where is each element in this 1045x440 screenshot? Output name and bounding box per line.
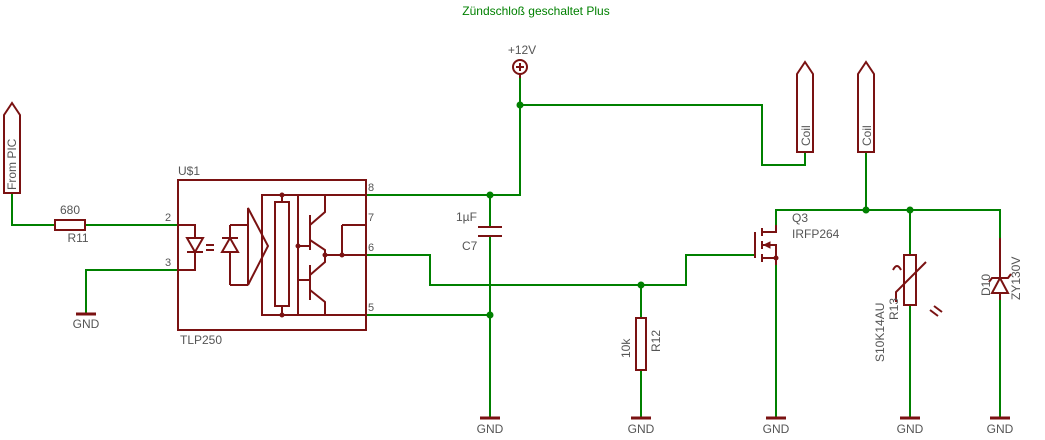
port-coil-right: Coil	[857, 60, 875, 153]
zener-d10: D10 ZY130V	[979, 238, 1023, 300]
supply-12v: +12V	[508, 43, 536, 78]
wire-pic-r11	[11, 192, 56, 226]
wire-drain-rail	[775, 209, 1001, 239]
ic-tlp250: U$1 TLP250 2 3 8 7 6 5	[165, 164, 374, 347]
mosfet-q3-part: IRFP264	[792, 227, 840, 241]
resistor-r12-name: R12	[649, 330, 663, 352]
wire-to-coil-left	[519, 104, 806, 166]
ic-led-symbol	[185, 237, 205, 255]
ic-pin-8: 8	[368, 182, 374, 194]
junctions	[486, 101, 914, 319]
port-from-pic: From PIC	[3, 101, 21, 194]
junction-r12	[637, 281, 645, 289]
gnd-pic: GND	[73, 303, 100, 331]
port-coil-left: Coil	[796, 60, 814, 153]
ic-part: TLP250	[180, 333, 222, 347]
ic-name: U$1	[178, 164, 200, 178]
port-from-pic-label: From PIC	[5, 138, 19, 190]
port-coil-left-label: Coil	[799, 125, 813, 146]
junction-cap-top	[486, 191, 494, 199]
mosfet-q3-name: Q3	[792, 211, 808, 225]
gnd-symbols: GND GND GND GND GND GND	[73, 303, 1014, 436]
gnd-label: GND	[763, 422, 790, 436]
gnd-label: GND	[987, 422, 1014, 436]
resistor-r11-body	[54, 219, 86, 231]
resistor-r12: 10k R12	[619, 317, 663, 371]
ic-pin-5: 5	[368, 302, 374, 314]
resistor-r11-name: R11	[67, 231, 88, 245]
resistor-r11-value: 680	[60, 203, 80, 217]
gnd-r12: GND	[628, 416, 655, 436]
resistor-r12-value: 10k	[619, 338, 633, 358]
varistor-r13-part: S10K14AU	[873, 303, 887, 362]
junction-coil-right	[862, 206, 870, 214]
resistor-r12-body	[635, 317, 647, 371]
zener-d10-part: ZY130V	[1009, 257, 1023, 300]
port-coil-right-shape	[857, 60, 875, 153]
schematic-title: Zündschloß geschaltet Plus	[462, 4, 609, 18]
varistor-r13: R13 S10K14AU	[873, 254, 943, 362]
port-coil-left-shape	[796, 60, 814, 153]
port-coil-right-label: Coil	[860, 125, 874, 146]
junction-r13	[906, 206, 914, 214]
gnd-label: GND	[628, 422, 655, 436]
ic-pin-7: 7	[368, 212, 374, 224]
resistor-r11: 680 R11	[54, 203, 89, 245]
ic-photodiode-symbol	[220, 235, 240, 253]
capacitor-c7-value: 1µF	[456, 210, 477, 224]
gnd-d10: GND	[987, 416, 1014, 436]
supply-label: +12V	[508, 43, 536, 57]
wire-gnd-pin3	[85, 269, 179, 315]
wire-pin6-gate	[365, 254, 756, 286]
gnd-label: GND	[477, 422, 504, 436]
junction-cap-bottom	[486, 311, 494, 319]
mosfet-q3: Q3 IRFP264	[754, 211, 840, 265]
ic-internal-block	[274, 201, 290, 307]
varistor-r13-name: R13	[887, 298, 901, 320]
wires	[11, 77, 1001, 419]
port-from-pic-shape	[3, 101, 21, 194]
capacitor-c7-name: C7	[462, 239, 478, 253]
varistor-r13-body	[903, 254, 917, 306]
ic-pin-6: 6	[368, 242, 374, 254]
gnd-cap: GND	[477, 416, 504, 436]
junction-12v	[516, 101, 524, 109]
ic-pin-3: 3	[165, 257, 171, 269]
gnd-mosfet: GND	[763, 416, 790, 436]
zener-d10-body	[990, 275, 1010, 294]
zener-d10-name: D10	[979, 274, 993, 296]
gnd-label: GND	[73, 317, 100, 331]
gnd-r13: GND	[897, 416, 924, 436]
ic-amplifier-symbol	[247, 207, 270, 286]
ic-pin-2: 2	[165, 212, 171, 224]
capacitor-c7: 1µF C7	[456, 210, 502, 253]
gnd-label: GND	[897, 422, 924, 436]
